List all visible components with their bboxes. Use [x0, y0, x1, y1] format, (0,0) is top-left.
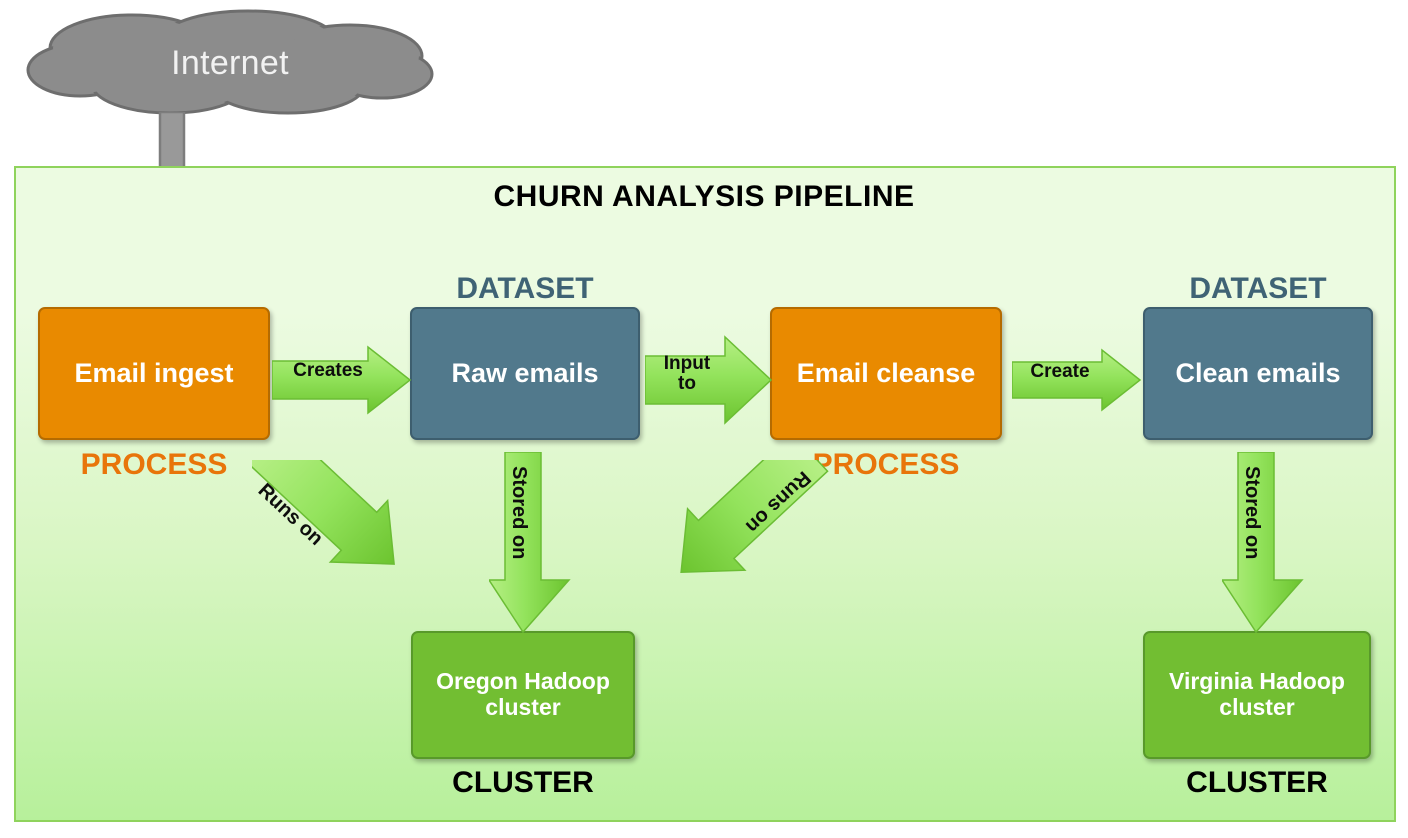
caption-email-cleanse-type: PROCESS: [812, 448, 960, 481]
node-raw-emails[interactable]: Raw emails: [410, 307, 640, 440]
node-email-cleanse-label: Email cleanse: [796, 358, 976, 389]
caption-email-ingest-type: PROCESS: [80, 448, 228, 481]
caption-oregon-cluster-type: CLUSTER: [452, 766, 594, 799]
arrow-cleanse-runs-on-oregon: [630, 432, 830, 640]
arrow-clean-stored-on-virginia: [1220, 451, 1304, 634]
node-virginia-cluster[interactable]: Virginia Hadoop cluster: [1143, 631, 1371, 759]
arrow-raw-input-to-cleanse: [644, 334, 773, 426]
node-raw-emails-label: Raw emails: [451, 358, 599, 389]
node-oregon-cluster-label: Oregon Hadoop cluster: [436, 668, 610, 720]
arrow-ingest-creates-raw: [271, 345, 412, 415]
caption-raw-emails-type: DATASET: [456, 272, 594, 305]
node-clean-emails[interactable]: Clean emails: [1143, 307, 1373, 440]
node-oregon-cluster[interactable]: Oregon Hadoop cluster: [411, 631, 635, 759]
node-email-cleanse[interactable]: Email cleanse: [770, 307, 1002, 440]
node-email-ingest-label: Email ingest: [74, 358, 234, 389]
node-email-ingest[interactable]: Email ingest: [38, 307, 270, 440]
cloud-icon: [26, 9, 434, 115]
page-title: CHURN ANALYSIS PIPELINE: [493, 180, 915, 213]
caption-virginia-cluster-type: CLUSTER: [1186, 766, 1328, 799]
node-clean-emails-label: Clean emails: [1175, 358, 1341, 389]
arrow-raw-stored-on-oregon: [487, 451, 571, 634]
node-virginia-cluster-label: Virginia Hadoop cluster: [1169, 668, 1345, 720]
arrow-cleanse-create-clean: [1011, 348, 1142, 412]
caption-clean-emails-type: DATASET: [1189, 272, 1327, 305]
internet-cloud: Internet: [20, 8, 440, 120]
arrow-ingest-runs-on-oregon: [246, 423, 442, 640]
